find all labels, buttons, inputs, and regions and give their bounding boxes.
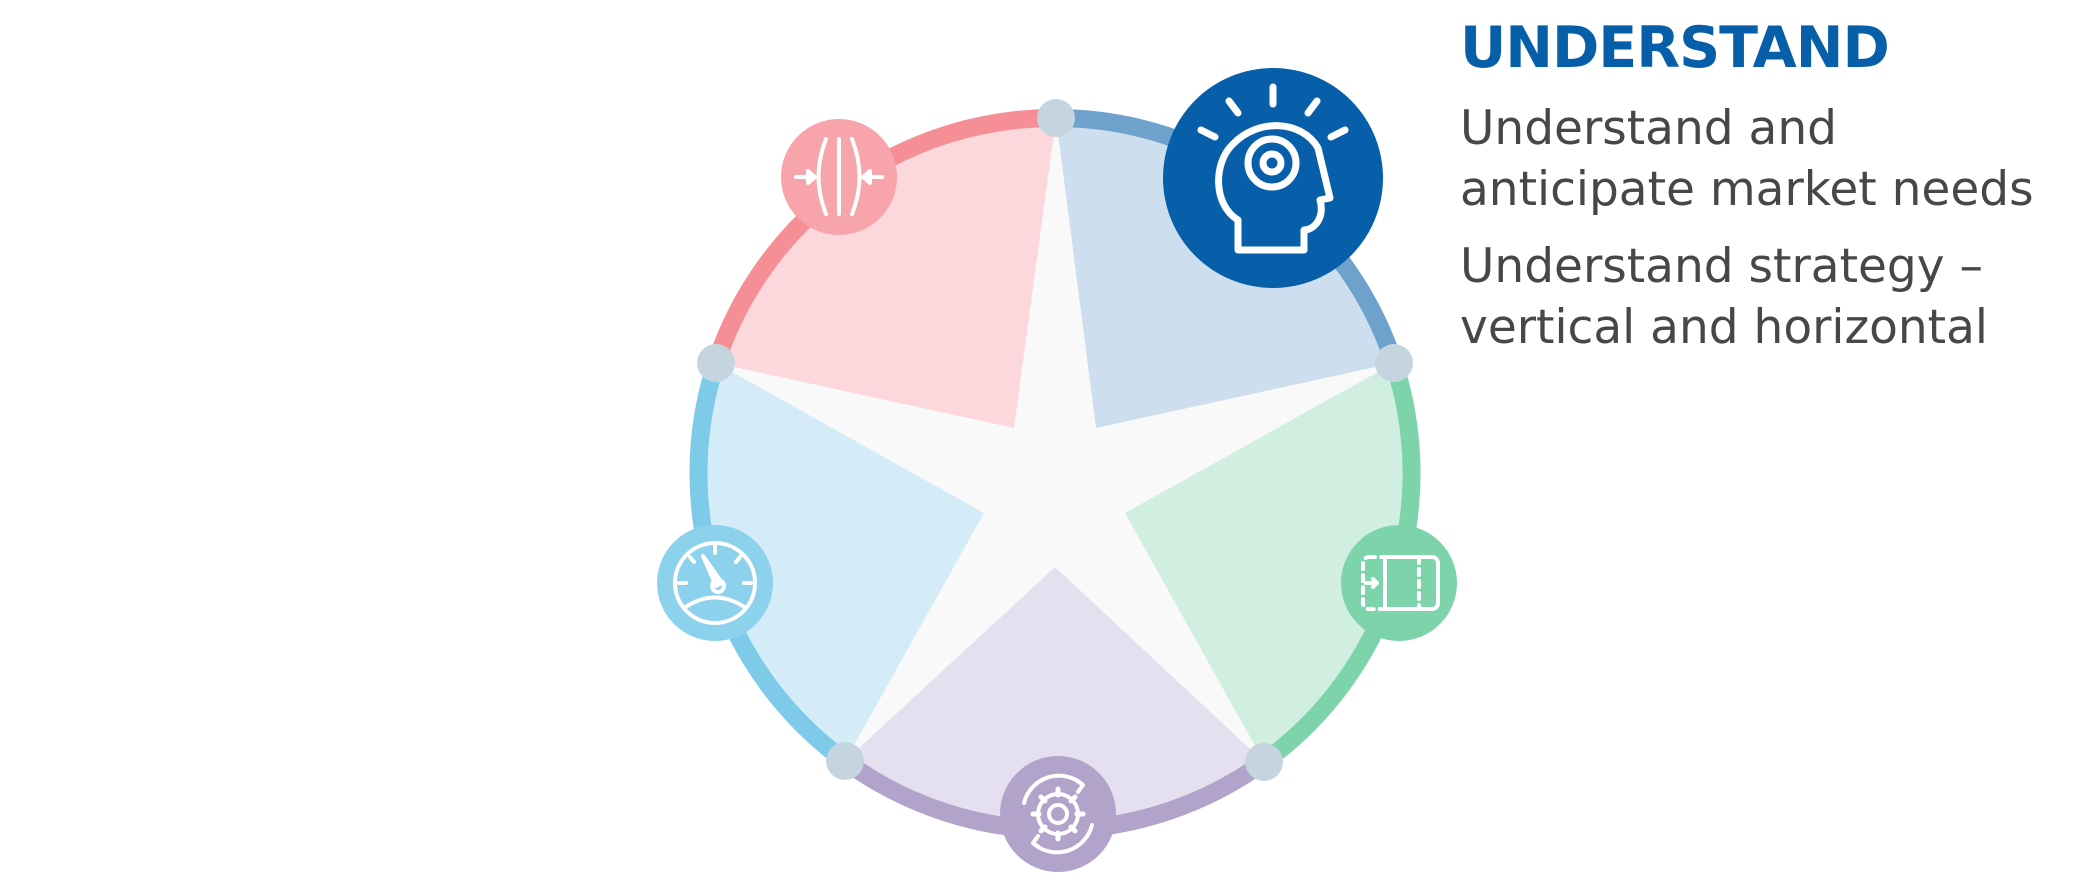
panel-expand-icon	[1361, 555, 1440, 611]
sector-purple[interactable]	[845, 474, 1264, 830]
vertex-node-top	[1037, 99, 1075, 137]
vertex-node-bottom-right	[1245, 743, 1283, 781]
center-star	[716, 118, 1394, 762]
understand-text-panel: UNDERSTAND Understand and anticipate mar…	[1460, 12, 2080, 374]
understand-badge[interactable]	[1163, 68, 1383, 288]
vertex-node-right	[1375, 344, 1413, 382]
description-paragraph-2: Understand strategy – vertical and horiz…	[1460, 239, 1988, 355]
compress-arrows-icon	[794, 137, 884, 216]
vertex-node-left	[697, 344, 735, 382]
head-lightbulb-icon	[1197, 83, 1349, 254]
sky-badge[interactable]	[657, 525, 773, 641]
vertex-nodes	[697, 99, 1413, 781]
gear-cycle-icon	[1022, 773, 1094, 855]
vertex-node-bottom-left	[826, 742, 864, 780]
speedometer-icon	[673, 541, 757, 625]
section-heading: UNDERSTAND	[1460, 15, 1890, 81]
pink-badge[interactable]	[781, 119, 897, 235]
description-paragraph-1: Understand and anticipate market needs	[1460, 101, 2034, 217]
purple-badge[interactable]	[1000, 756, 1116, 872]
green-badge[interactable]	[1341, 525, 1457, 641]
